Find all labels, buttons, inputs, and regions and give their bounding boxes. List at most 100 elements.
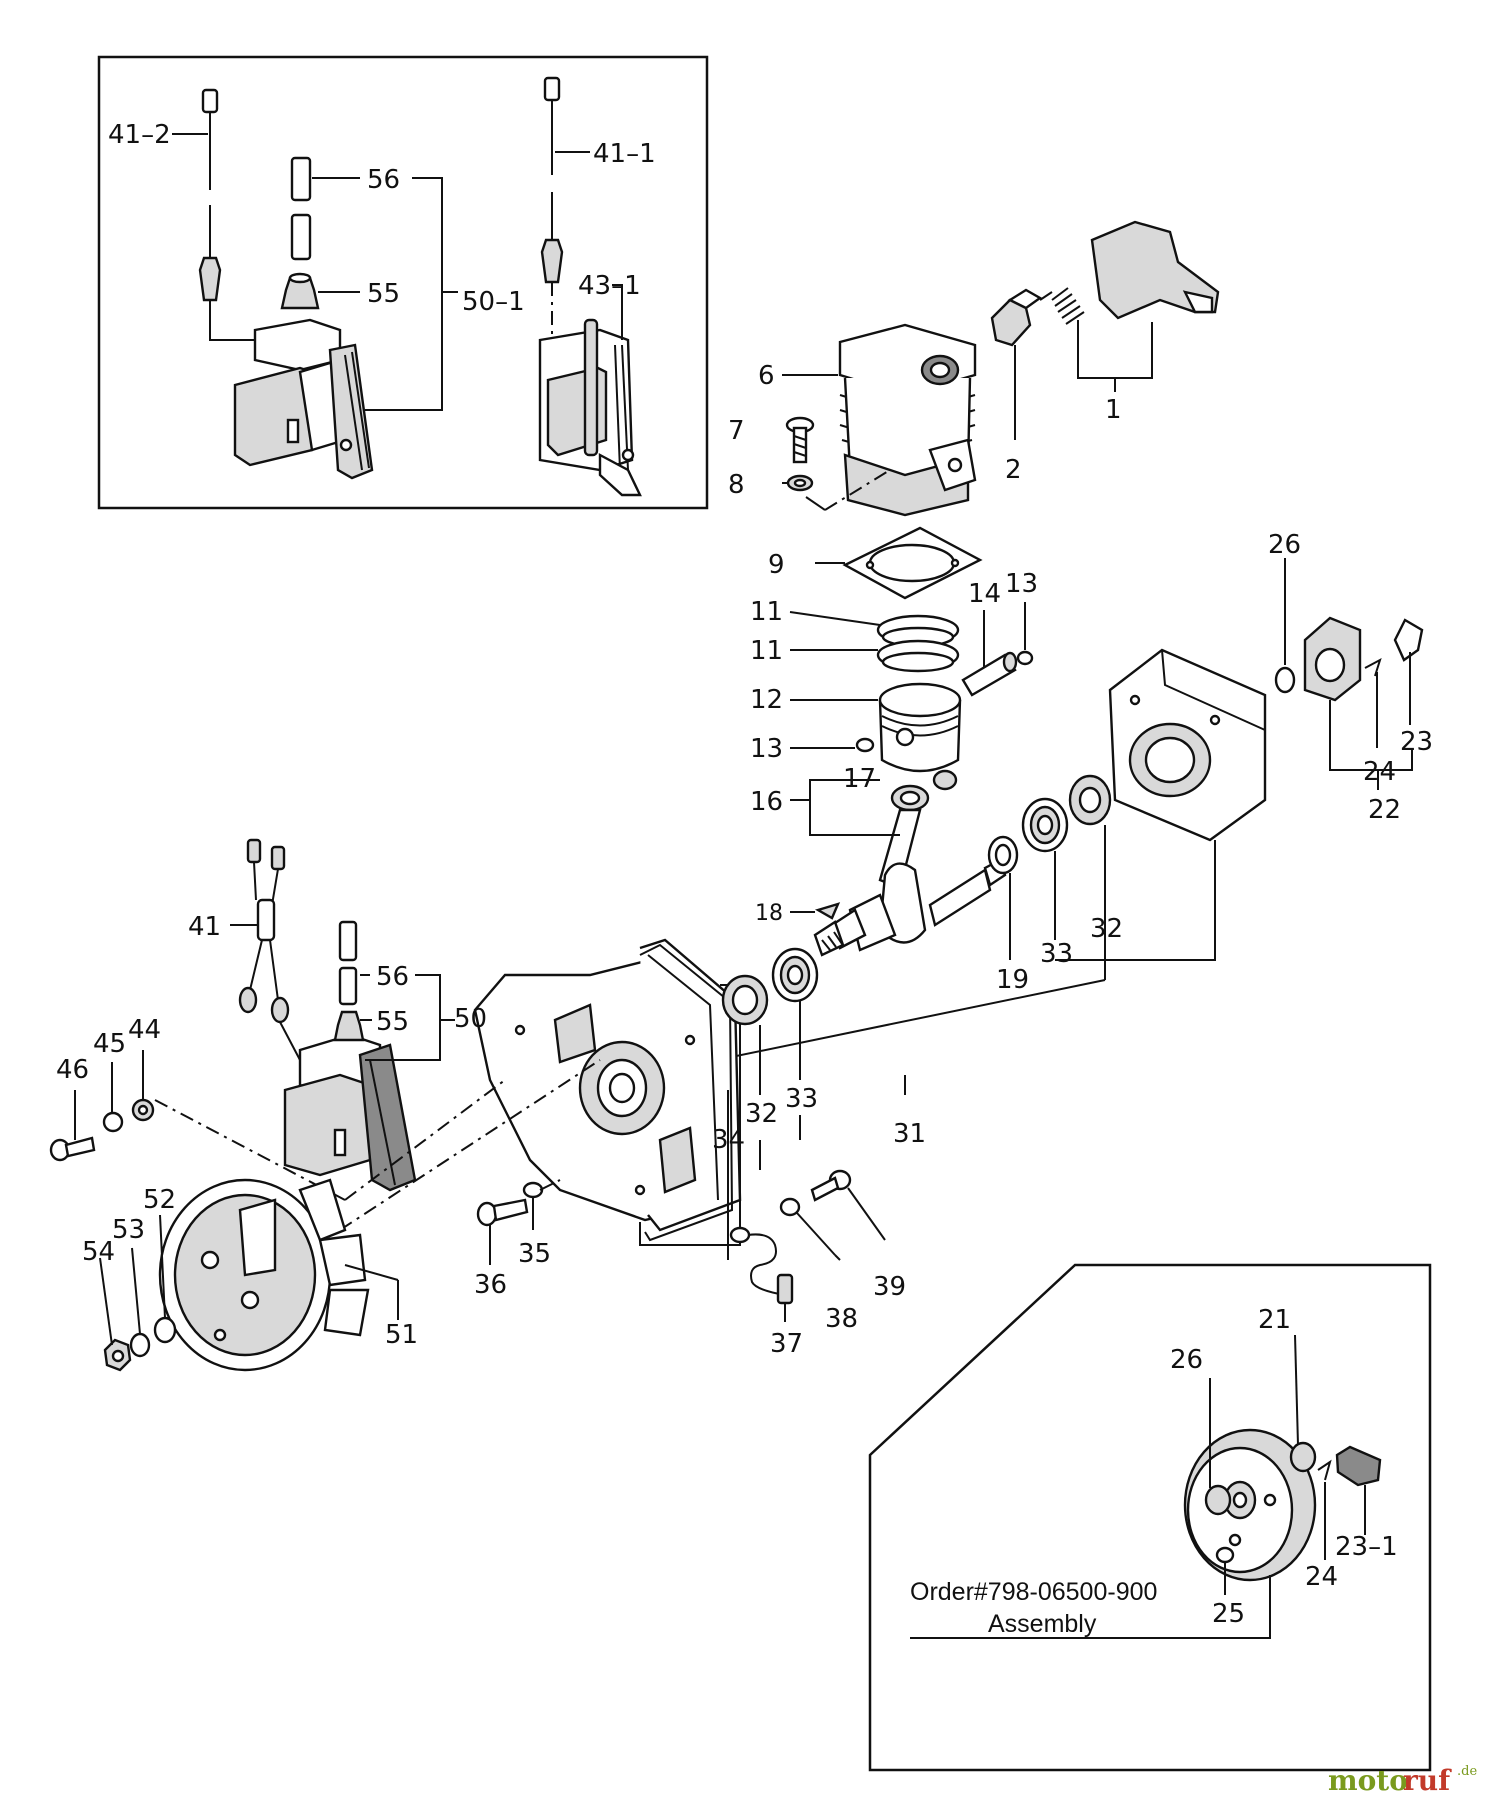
label-55-center: 55: [376, 1007, 409, 1037]
label-24: 24: [1363, 757, 1396, 787]
spark-plug-cable-41-1: [540, 76, 590, 350]
label-50: 50: [454, 1004, 487, 1034]
spark-plug: [990, 288, 1053, 347]
tube-56-inset: [290, 156, 312, 261]
piston-rings: [876, 614, 960, 673]
part-labels: 1 2 6 7 8 9 11 11 12 13 13 14 16 17 18 1…: [56, 361, 1433, 1359]
crankcase-left: [473, 938, 742, 1232]
label-34: 34: [712, 1125, 745, 1155]
circlip-25: [1215, 1546, 1235, 1564]
woodruff-key: [814, 902, 841, 920]
assembly-text: Assembly: [988, 1610, 1097, 1638]
seal-19: [987, 835, 1019, 875]
label-32-right: 32: [1090, 914, 1123, 944]
label-18: 18: [755, 901, 783, 926]
washer-44: [131, 1098, 155, 1122]
label-8: 8: [728, 470, 745, 500]
bearing-33-left: [771, 947, 819, 1003]
pawl-plate-22: [1303, 616, 1424, 702]
seal-32-left: [721, 974, 769, 1026]
label-11-upper: 11: [750, 597, 783, 627]
tube-56-center: [338, 920, 358, 1006]
label-51: 51: [385, 1320, 418, 1350]
ignition-coil-right-43-1: [538, 284, 642, 497]
label-19: 19: [996, 965, 1029, 995]
washer-26-inset: [1204, 1484, 1232, 1516]
order-number-text: Order#798-06500-900: [910, 1578, 1157, 1606]
label-41-2: 41–2: [108, 120, 171, 150]
bolt-36: [476, 1198, 529, 1227]
label-21: 21: [1258, 1305, 1291, 1335]
label-33-right: 33: [1040, 939, 1073, 969]
label-9: 9: [768, 550, 785, 580]
label-6: 6: [758, 361, 775, 391]
bolt-39: [810, 1169, 852, 1202]
needle-bearing-17: [932, 769, 958, 791]
label-52: 52: [143, 1185, 176, 1215]
label-50-1: 50–1: [462, 287, 525, 317]
label-13-right: 13: [1005, 569, 1038, 599]
label-35: 35: [518, 1239, 551, 1269]
spring-24-inset: [1317, 1459, 1332, 1481]
cap-55-center: [333, 1010, 365, 1042]
label-41-1: 41–1: [593, 139, 656, 169]
label-53: 53: [112, 1215, 145, 1245]
label-46: 46: [56, 1055, 89, 1085]
pawl-23-1: [1335, 1445, 1382, 1487]
crankcase-right: [1108, 648, 1267, 842]
label-7: 7: [728, 416, 745, 446]
bolt-7: [785, 416, 815, 464]
flywheel: [158, 1178, 370, 1372]
washer-8: [786, 474, 814, 492]
label-24-inset: 24: [1305, 1562, 1338, 1592]
label-12: 12: [750, 685, 783, 715]
label-14: 14: [968, 579, 1001, 609]
label-32-left: 32: [745, 1099, 778, 1129]
label-17: 17: [843, 764, 876, 794]
ignition-coil-50: [283, 1033, 417, 1192]
washer-26-top: [1274, 666, 1296, 694]
label-55-inset: 55: [367, 279, 400, 309]
watermark-part-b: ruf: [1403, 1764, 1452, 1797]
inset-ignition-box: 41–2 41–1 56 55 50–1 43–1: [97, 55, 709, 510]
label-31: 31: [893, 1119, 926, 1149]
crankshaft: [813, 858, 1007, 957]
ground-wire: [729, 1226, 794, 1305]
label-54: 54: [82, 1237, 115, 1267]
label-37: 37: [770, 1329, 803, 1359]
watermark-suffix: .de: [1457, 1764, 1477, 1779]
circlip-13-right: [1016, 650, 1034, 666]
label-1: 1: [1105, 395, 1122, 425]
bearing-33-right: [1021, 797, 1069, 853]
cap-55-inset: [280, 272, 320, 310]
label-43-1: 43–1: [578, 271, 641, 301]
piston-pin: [961, 651, 1018, 697]
label-11-lower: 11: [750, 636, 783, 666]
label-26-top: 26: [1268, 530, 1301, 560]
label-2: 2: [1005, 455, 1022, 485]
label-56-inset: 56: [367, 165, 400, 195]
washer-21-inset: [1289, 1441, 1317, 1473]
label-16: 16: [750, 787, 783, 817]
watermark-logo: moto ruf .de: [1328, 1764, 1477, 1797]
label-45: 45: [93, 1029, 126, 1059]
washer-38: [779, 1197, 801, 1217]
label-33-left: 33: [785, 1084, 818, 1114]
label-39: 39: [873, 1272, 906, 1302]
seal-32-right: [1068, 774, 1112, 826]
spark-plug-cable-41-2: [198, 88, 262, 341]
watermark-part-a: moto: [1328, 1764, 1408, 1797]
label-36: 36: [474, 1270, 507, 1300]
label-44: 44: [128, 1015, 161, 1045]
washer-35: [522, 1181, 544, 1199]
circlip-13-left: [855, 737, 875, 753]
inset-assembly-box: 21 26 23–1 24 25 Order#798-06500-900 Ass…: [868, 1263, 1432, 1772]
crankcase-gasket: [639, 943, 734, 1242]
cylinder-gasket: [842, 526, 983, 600]
piston: [878, 682, 962, 773]
ignition-wire-41: [238, 838, 301, 1061]
washer-53: [129, 1332, 151, 1358]
washer-45: [102, 1111, 124, 1133]
label-23-1: 23–1: [1335, 1532, 1398, 1562]
